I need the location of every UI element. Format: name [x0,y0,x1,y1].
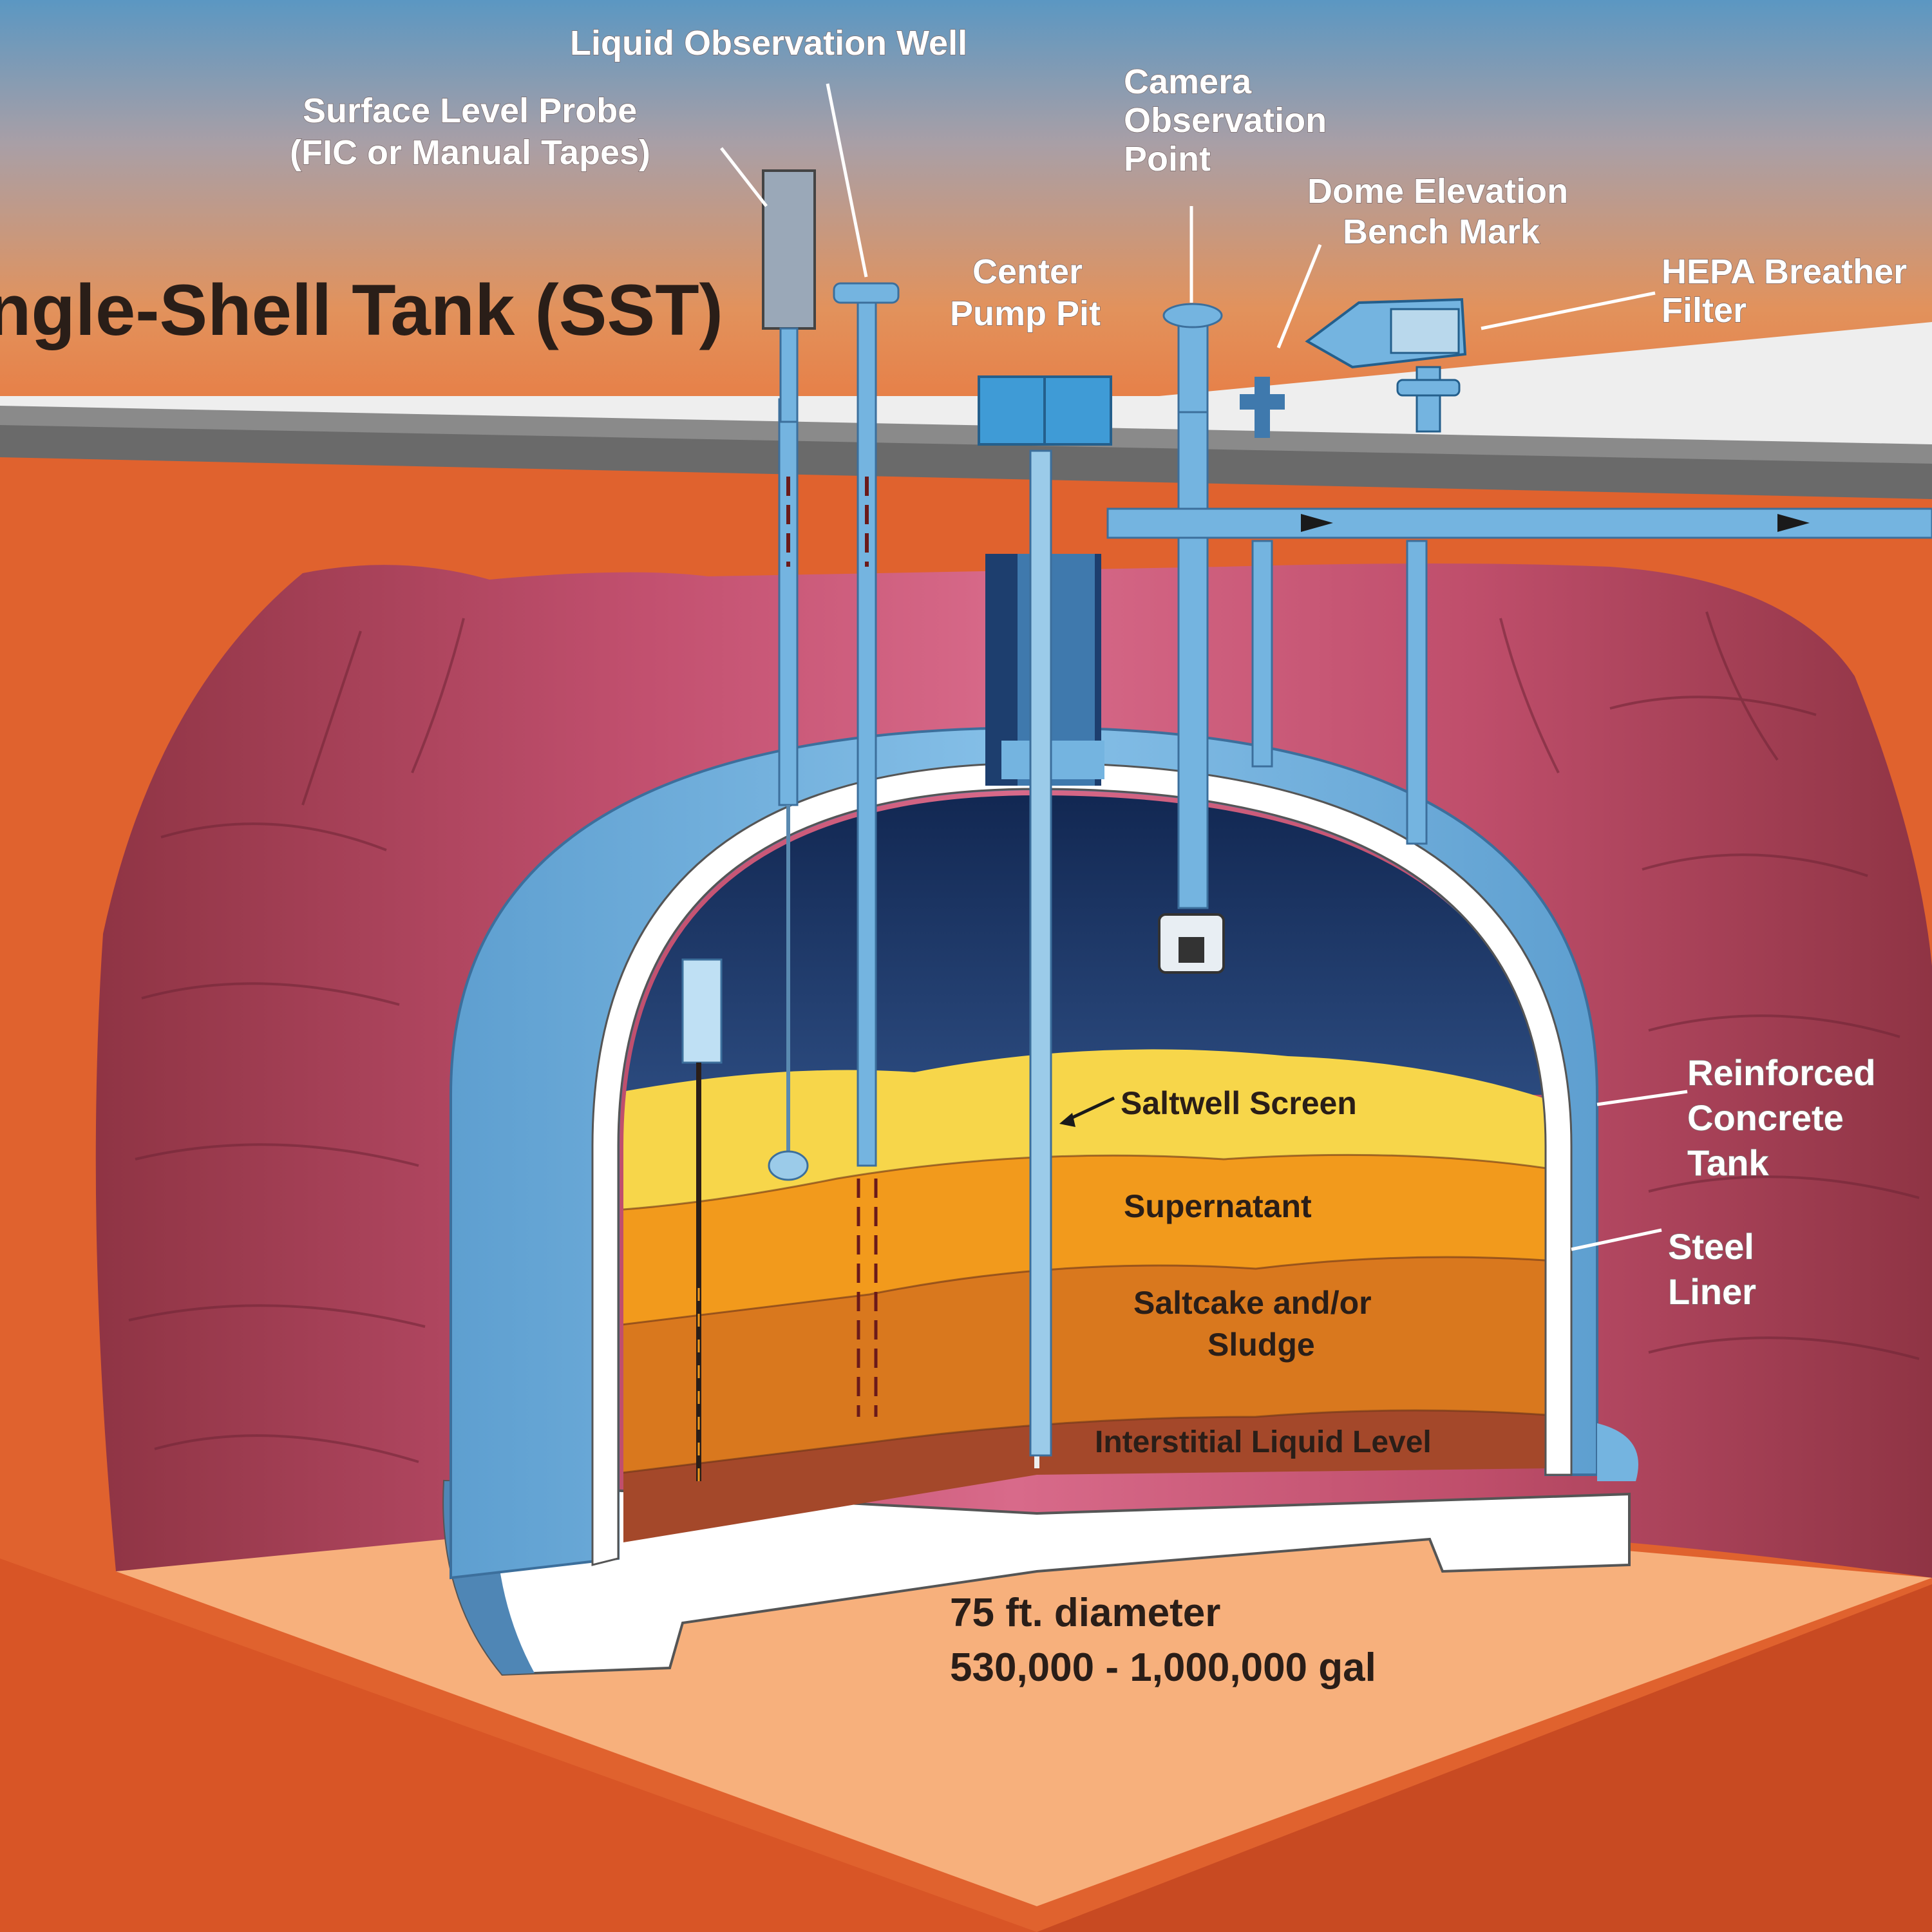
label-center: Center [972,252,1083,291]
label-hepa: HEPA Breather [1662,252,1907,291]
layer-boundaries [623,1153,1549,1476]
gravel-layer-dark [0,425,1932,499]
label-camera: Camera [1124,62,1252,101]
liquid-observation-well-riser [857,301,877,1167]
camera-riser-top [1177,321,1209,413]
probe-plummet [768,1150,809,1181]
label-surface-level-probe: Surface Level Probe [303,91,637,130]
riser-b [1251,540,1273,768]
label-liquid-observation-well: Liquid Observation Well [570,24,967,62]
flow-arrow-2 [1777,514,1810,532]
steel-liner [591,762,1573,1566]
supernatant-top-layer [623,1049,1549,1211]
soil-left-face [0,1558,1037,1932]
leader-lines [720,83,1688,1251]
label-saltwell-screen: Saltwell Screen [1121,1085,1357,1121]
surface-level-probe-housing [762,169,816,330]
camera-riser-cap [1162,303,1223,328]
label-pump-pit: Pump Pit [950,294,1101,333]
label-point: Point [1124,140,1211,178]
label-capacity: 530,000 - 1,000,000 gal [950,1645,1376,1690]
label-interstitial: Interstitial Liquid Level [1095,1425,1432,1459]
excavation-texture [128,611,1920,1463]
sky-background [0,0,1932,412]
label-liner: Liner [1668,1271,1756,1312]
label-reinforced: Reinforced [1687,1052,1876,1093]
riser-c [1406,540,1428,845]
liquid-observation-well-cap [833,282,900,304]
label-diameter: 75 ft. diameter [950,1591,1220,1635]
label-concrete: Concrete [1687,1097,1844,1138]
saltwell-pipe [1029,450,1052,1457]
camera-lens [1179,937,1204,963]
label-tank: Tank [1687,1142,1769,1183]
label-surface-level-probe-sub: (FIC or Manual Tapes) [290,133,650,172]
supernatant-layer [623,1155,1549,1327]
hepa-filter-base [1396,379,1461,397]
surface-level-probe-stem [779,327,799,423]
soil-right-face [1037,1584,1932,1932]
camera-riser [1177,392,1209,909]
label-dome-elevation: Dome Elevation [1307,172,1568,211]
saltcake-layer [623,1257,1549,1475]
label-steel: Steel [1668,1226,1754,1267]
flow-arrow-1 [1301,514,1333,532]
label-sludge: Sludge [1208,1327,1315,1363]
label-bench-mark: Bench Mark [1343,213,1540,251]
bench-mark-cross [1240,394,1285,410]
center-pump-pit-neck [1001,741,1104,779]
tank-wall-ring [1597,1423,1638,1481]
dry-well-tube [681,958,723,1064]
hepa-filter-mesh [1390,308,1460,354]
saltwell-leader-arrow [1059,1113,1075,1127]
label-supernatant: Supernatant [1124,1188,1312,1224]
diagram-title: ngle-Shell Tank (SST) [0,270,723,350]
label-filter: Filter [1662,291,1747,330]
hepa-filter-stem [1416,366,1441,433]
label-saltcake: Saltcake and/or [1133,1285,1372,1321]
label-observation: Observation [1124,101,1327,140]
surface-level-probe-riser [778,398,799,806]
